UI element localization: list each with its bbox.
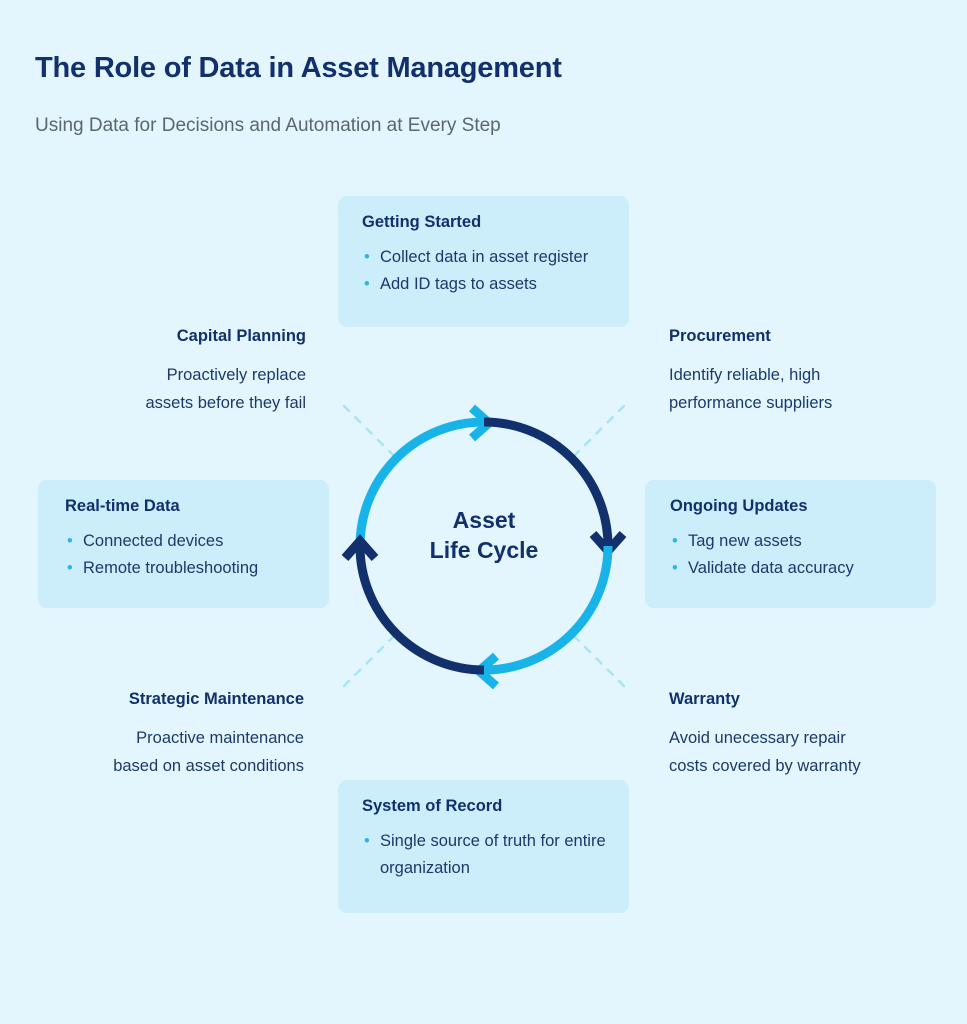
textblock-procurement-title: Procurement bbox=[669, 327, 771, 345]
textblock-strategic-maintenance: Strategic Maintenance Proactive maintena… bbox=[40, 690, 304, 781]
textblock-capital-planning: Capital Planning Proactively replace ass… bbox=[60, 327, 306, 418]
list-item: • Add ID tags to assets bbox=[362, 271, 609, 298]
cycle-svg bbox=[341, 404, 627, 690]
list-item-label: Remote troubleshooting bbox=[83, 558, 259, 577]
textblock-body-line: Identify reliable, high bbox=[669, 365, 821, 384]
textblock-body-line: based on asset conditions bbox=[113, 757, 304, 776]
bullet-icon: • bbox=[672, 558, 678, 577]
textblock-body-line: assets before they fail bbox=[145, 394, 306, 413]
cycle-arc-right-lower bbox=[483, 545, 613, 675]
textblock-capital-planning-title: Capital Planning bbox=[176, 327, 306, 345]
textblock-body-line: performance suppliers bbox=[669, 394, 833, 413]
list-item: • Single source of truth for entire orga… bbox=[362, 828, 609, 881]
list-item: • Connected devices bbox=[65, 528, 309, 555]
textblock-body-line: Avoid unecessary repair bbox=[669, 728, 846, 747]
page-subtitle: Using Data for Decisions and Automation … bbox=[35, 115, 501, 136]
asset-life-cycle-diagram: Asset Life Cycle bbox=[330, 392, 638, 700]
textblock-strategic-maintenance-body: Proactive maintenance based on asset con… bbox=[40, 724, 304, 781]
card-ongoing-updates-list: • Tag new assets • Validate data accurac… bbox=[670, 528, 916, 581]
card-system-of-record-title: System of Record bbox=[362, 797, 503, 815]
dashed-spoke-top-left bbox=[342, 404, 396, 458]
textblock-body-line: Proactively replace bbox=[166, 365, 306, 384]
card-getting-started[interactable]: Getting Started • Collect data in asset … bbox=[338, 196, 629, 327]
cycle-arc-left-upper bbox=[355, 417, 485, 547]
list-item-label: Single source of truth for entire organi… bbox=[380, 831, 606, 877]
list-item-label: Collect data in asset register bbox=[380, 247, 589, 266]
card-getting-started-list: • Collect data in asset register • Add I… bbox=[362, 244, 609, 297]
card-getting-started-title: Getting Started bbox=[362, 213, 482, 231]
textblock-capital-planning-body: Proactively replace assets before they f… bbox=[60, 361, 306, 418]
list-item-label: Tag new assets bbox=[688, 531, 802, 550]
textblock-procurement: Procurement Identify reliable, high perf… bbox=[669, 327, 929, 418]
page-title: The Role of Data in Asset Management bbox=[35, 52, 562, 84]
bullet-icon: • bbox=[672, 531, 678, 550]
list-item-label: Add ID tags to assets bbox=[380, 274, 537, 293]
textblock-strategic-maintenance-title: Strategic Maintenance bbox=[128, 690, 304, 708]
list-item-label: Connected devices bbox=[83, 531, 224, 550]
card-realtime-data-list: • Connected devices • Remote troubleshoo… bbox=[65, 528, 309, 581]
dashed-spoke-bottom-left bbox=[342, 634, 396, 688]
card-ongoing-updates-title: Ongoing Updates bbox=[670, 497, 808, 515]
cycle-arc-left-lower bbox=[355, 545, 485, 675]
textblock-warranty-title: Warranty bbox=[669, 690, 740, 708]
textblock-body-line: costs covered by warranty bbox=[669, 757, 861, 776]
list-item-label: Validate data accuracy bbox=[688, 558, 854, 577]
list-item: • Validate data accuracy bbox=[670, 555, 916, 582]
dashed-spokes bbox=[342, 404, 626, 688]
dashed-spoke-bottom-right bbox=[572, 634, 626, 688]
textblock-warranty: Warranty Avoid unecessary repair costs c… bbox=[669, 690, 939, 781]
textblock-body-line: Proactive maintenance bbox=[136, 728, 304, 747]
list-item: • Remote troubleshooting bbox=[65, 555, 309, 582]
card-ongoing-updates[interactable]: Ongoing Updates • Tag new assets • Valid… bbox=[645, 480, 936, 608]
card-realtime-data[interactable]: Real-time Data • Connected devices • Rem… bbox=[38, 480, 329, 608]
card-realtime-data-title: Real-time Data bbox=[65, 497, 180, 515]
list-item: • Collect data in asset register bbox=[362, 244, 609, 271]
cycle-arrowhead-left bbox=[341, 534, 379, 561]
textblock-warranty-body: Avoid unecessary repair costs covered by… bbox=[669, 724, 939, 781]
dashed-spoke-top-right bbox=[572, 404, 626, 458]
cycle-arc-right-upper bbox=[483, 417, 613, 547]
textblock-procurement-body: Identify reliable, high performance supp… bbox=[669, 361, 929, 418]
bullet-icon: • bbox=[364, 247, 370, 266]
list-item: • Tag new assets bbox=[670, 528, 916, 555]
card-system-of-record[interactable]: System of Record • Single source of trut… bbox=[338, 780, 629, 913]
bullet-icon: • bbox=[67, 558, 73, 577]
bullet-icon: • bbox=[364, 831, 370, 850]
bullet-icon: • bbox=[364, 274, 370, 293]
bullet-icon: • bbox=[67, 531, 73, 550]
card-system-of-record-list: • Single source of truth for entire orga… bbox=[362, 828, 609, 881]
